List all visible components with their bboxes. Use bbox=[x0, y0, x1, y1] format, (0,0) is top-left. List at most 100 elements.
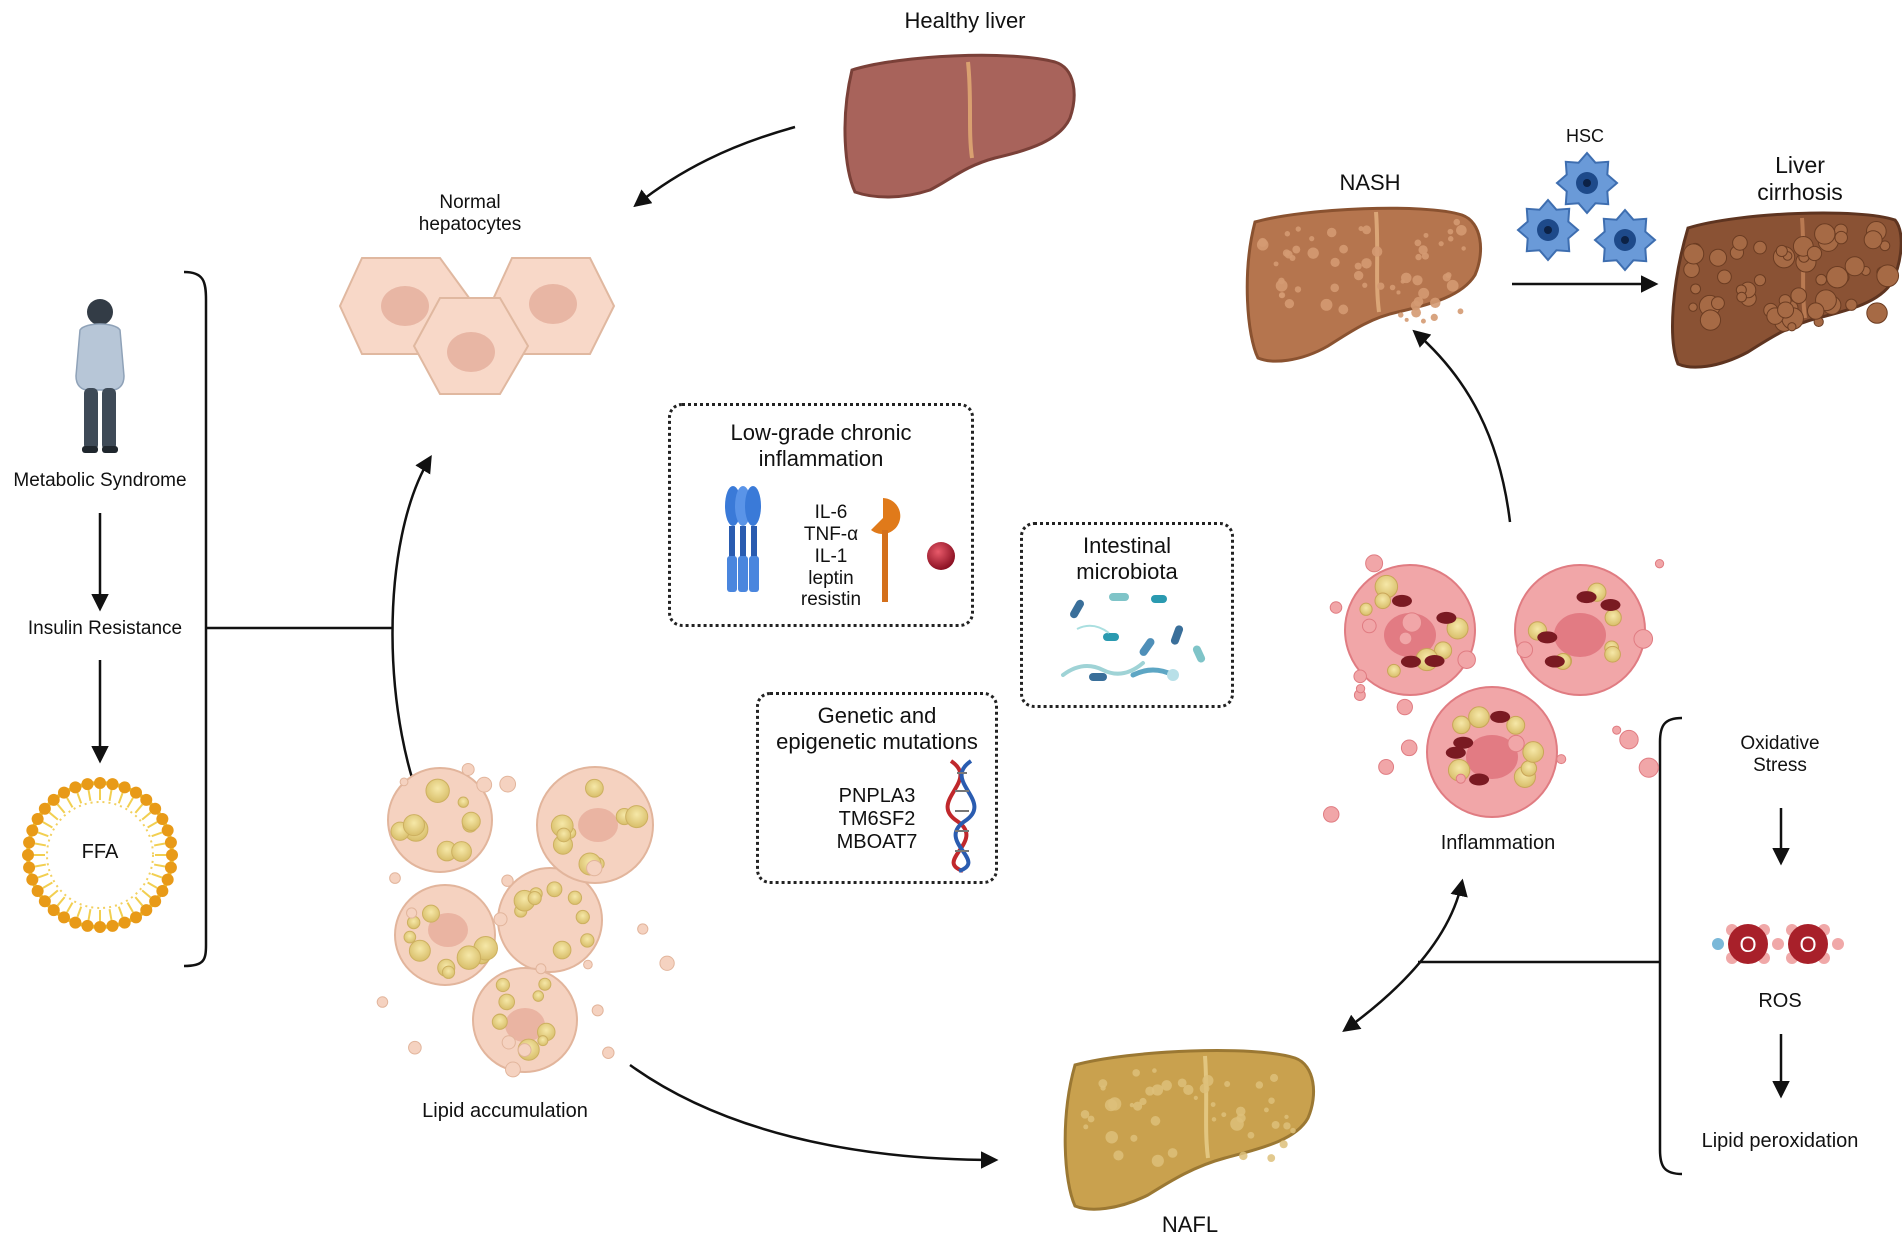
micelle-head bbox=[58, 786, 70, 799]
lipid-fragment bbox=[637, 923, 649, 935]
nafl-fat-spot bbox=[1202, 1074, 1214, 1087]
normal-hepatocytes-line-1: Normal bbox=[439, 192, 501, 213]
nafl-fat-spot bbox=[1193, 1095, 1198, 1101]
lipid-droplet bbox=[495, 977, 511, 993]
nafl-fat-spot bbox=[1161, 1080, 1172, 1091]
inflammation-fragment bbox=[1556, 754, 1567, 765]
cirrhosis-nodule bbox=[1736, 291, 1747, 303]
microbiota-box: Intestinal microbiota bbox=[1020, 522, 1234, 708]
cirrhosis-nodule bbox=[1753, 274, 1767, 287]
cirrhosis-nodule bbox=[1814, 223, 1836, 245]
cirrhosis-nodule bbox=[1688, 302, 1698, 312]
cirrhosis-nodule bbox=[1834, 230, 1848, 245]
lipid-droplet bbox=[461, 811, 481, 831]
nash-nodule bbox=[1412, 275, 1423, 286]
nash-nodule bbox=[1275, 279, 1288, 292]
nafl-fat-spot bbox=[1108, 1097, 1122, 1111]
nash-nodule bbox=[1396, 290, 1401, 295]
arrow-healthy-to-normal bbox=[633, 125, 796, 208]
micelle-tail bbox=[87, 908, 92, 921]
lipid-fragment bbox=[517, 1043, 532, 1057]
micelle-head bbox=[130, 786, 142, 799]
insulin-resistance-label: Insulin Resistance bbox=[27, 618, 183, 639]
micelle-head bbox=[140, 793, 153, 806]
lipid-droplet bbox=[441, 965, 456, 979]
nafl-fat-spot bbox=[1080, 1109, 1090, 1119]
hsc-nucleolus bbox=[1583, 179, 1591, 187]
lipid-droplet bbox=[538, 977, 552, 991]
nash-nodule bbox=[1447, 236, 1454, 242]
nafl-fat-spot bbox=[1290, 1127, 1296, 1134]
nash-nodule bbox=[1284, 298, 1295, 309]
lipid-fragment bbox=[376, 996, 389, 1008]
healthy-liver-icon bbox=[843, 53, 1076, 199]
lipid-droplet bbox=[527, 891, 542, 906]
micelle-tail bbox=[34, 842, 47, 847]
micelle-head bbox=[58, 911, 70, 924]
lipid-fragment bbox=[493, 912, 508, 927]
inflammation-fat-droplet bbox=[1604, 608, 1622, 627]
micelle-head bbox=[81, 919, 94, 932]
liver-cirrhosis-line-2: cirrhosis bbox=[1757, 179, 1843, 206]
nafl-fat-spot bbox=[1100, 1085, 1106, 1091]
nafl-fat-spot bbox=[1145, 1086, 1155, 1096]
micelle-head bbox=[38, 895, 51, 908]
nash-nodule bbox=[1413, 296, 1424, 307]
cirrhosis-nodule bbox=[1699, 309, 1722, 331]
nash-nodule bbox=[1330, 283, 1340, 293]
arrow-lipid-to-nafl bbox=[629, 1063, 999, 1169]
micelle-tail bbox=[108, 908, 113, 921]
gene-tm6sf2: TM6SF2 bbox=[838, 808, 916, 830]
micelle-tail bbox=[151, 872, 163, 879]
micelle-head bbox=[38, 802, 51, 815]
nafl-fat-spot bbox=[1270, 1073, 1279, 1082]
lipid-droplet bbox=[403, 930, 417, 944]
cirrhosis-nodule bbox=[1709, 248, 1728, 267]
lipid-fragment bbox=[591, 1004, 604, 1017]
hsc-label: HSC bbox=[1565, 126, 1604, 146]
inflammation-fragment bbox=[1654, 559, 1665, 569]
cirrhosis-nodule bbox=[1777, 301, 1795, 319]
nash-nodule bbox=[1256, 238, 1269, 251]
nafl-fat-spot bbox=[1152, 1068, 1157, 1073]
liver-cirrhosis-line-1: Liver bbox=[1775, 152, 1825, 178]
lipid-droplet bbox=[556, 827, 572, 843]
lipid-peroxidation-label: Lipid peroxidation bbox=[1701, 1130, 1859, 1152]
nash-nodule bbox=[1295, 226, 1301, 232]
mitochondria bbox=[1453, 736, 1474, 749]
mitochondria bbox=[1424, 654, 1445, 667]
micelle-tail bbox=[147, 881, 158, 889]
inflammation-fat-droplet bbox=[1520, 760, 1538, 777]
micelle-tail bbox=[147, 821, 158, 829]
mitochondria bbox=[1544, 655, 1565, 668]
lipid-fragment bbox=[583, 959, 593, 970]
micelle-head bbox=[31, 885, 44, 897]
nafl-fat-spot bbox=[1167, 1148, 1178, 1158]
normal-hepatocytes-icon bbox=[338, 257, 616, 395]
nash-nodule bbox=[1414, 239, 1422, 247]
mitochondria bbox=[1600, 599, 1621, 612]
inflammation-fat-droplet bbox=[1522, 741, 1545, 763]
nash-nodule bbox=[1377, 282, 1385, 290]
nafl-fat-spot bbox=[1132, 1069, 1140, 1077]
micelle-head bbox=[140, 904, 153, 917]
inflammation-fragment bbox=[1355, 683, 1366, 694]
nash-nodule bbox=[1354, 262, 1362, 270]
nash-nodule bbox=[1447, 228, 1454, 235]
inflammation-fragment bbox=[1396, 698, 1413, 716]
nash-nodule bbox=[1278, 292, 1286, 299]
nash-nodule bbox=[1361, 258, 1372, 269]
lipid-fragment bbox=[461, 762, 475, 776]
cytokine-icons bbox=[725, 486, 955, 602]
micelle-tail bbox=[134, 896, 144, 907]
cirrhosis-nodule bbox=[1790, 287, 1808, 304]
micelle-tail bbox=[126, 902, 134, 913]
nash-nodule bbox=[1358, 226, 1364, 232]
lipid-fragment bbox=[499, 775, 517, 793]
nash-label: NASH bbox=[1339, 170, 1401, 195]
micelle-tail bbox=[117, 792, 124, 804]
mitochondria bbox=[1445, 746, 1466, 759]
nafl-fat-spot bbox=[1139, 1097, 1147, 1106]
micelle-head bbox=[156, 885, 169, 897]
inflammation-fragment bbox=[1507, 734, 1525, 753]
